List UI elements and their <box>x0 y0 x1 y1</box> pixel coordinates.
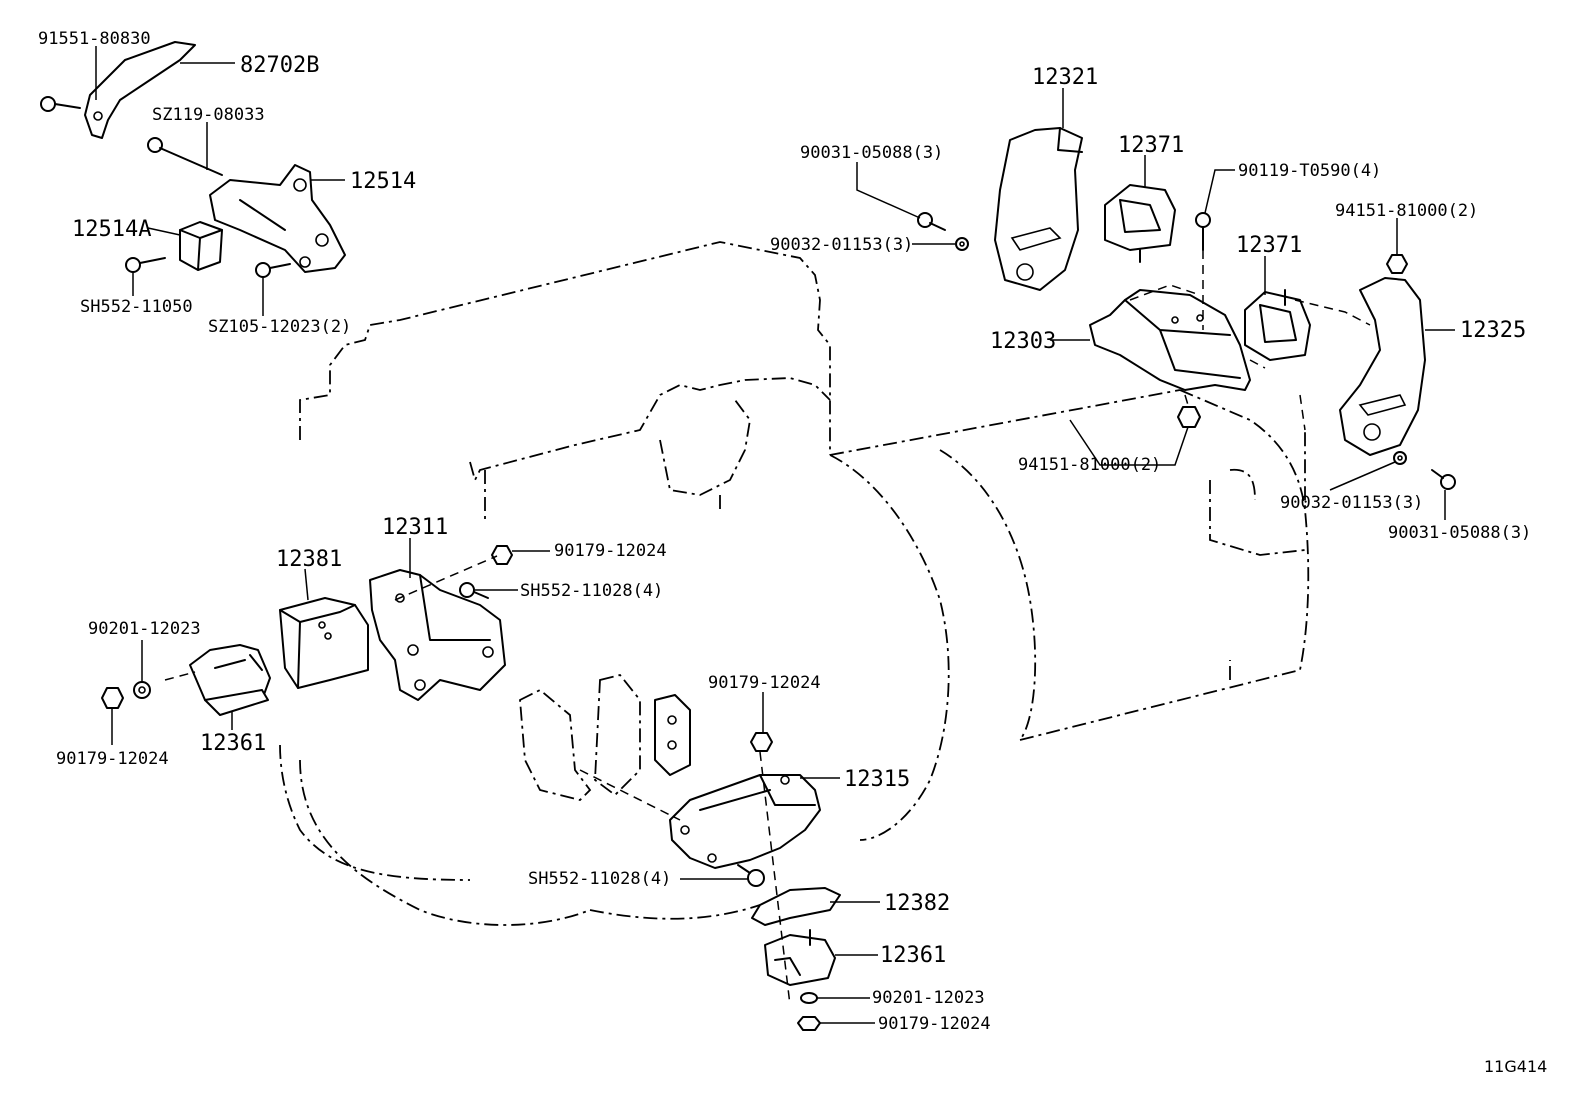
nut-94151-81000-b <box>1177 406 1201 428</box>
label-12514A: 12514A <box>72 217 151 242</box>
bracket-12325 <box>1339 277 1426 456</box>
label-12371-a: 12371 <box>1118 133 1184 158</box>
bracket-12514 <box>209 164 346 273</box>
label-94151-81000-b: 94151-81000(2) <box>1018 455 1161 475</box>
mount-insulator-12371-a <box>1104 184 1176 263</box>
label-90201-12023-b: 90201-12023 <box>872 988 985 1008</box>
bolt-90119-T0590 <box>1195 212 1211 251</box>
mount-insulator-12361-a <box>189 644 271 716</box>
bolt-91551-80830 <box>40 96 81 112</box>
label-90179-12024-d: 90179-12024 <box>878 1014 991 1034</box>
label-12315: 12315 <box>844 767 910 792</box>
crossmember-12303 <box>1089 289 1251 391</box>
label-SZ119-08033: SZ119-08033 <box>152 105 265 125</box>
label-90201-12023-a: 90201-12023 <box>88 619 201 639</box>
label-12514: 12514 <box>350 169 416 194</box>
label-12371-b: 12371 <box>1236 233 1302 258</box>
label-90119-T0590: 90119-T0590(4) <box>1238 161 1381 181</box>
part-number-labels: 91551-80830 82702B SZ119-08033 12514 125… <box>38 29 1547 1076</box>
label-12303: 12303 <box>990 329 1056 354</box>
label-90179-12024-a: 90179-12024 <box>554 541 667 561</box>
label-90032-01153-b: 90032-01153(3) <box>1280 493 1423 513</box>
leader-lines <box>95 46 1455 1024</box>
engine-block-outline <box>279 241 831 926</box>
label-94151-81000-a: 94151-81000(2) <box>1335 201 1478 221</box>
label-91551-80830: 91551-80830 <box>38 29 151 49</box>
washer-90201-12023-b <box>800 992 818 1004</box>
label-12382: 12382 <box>884 891 950 916</box>
stopper-12382 <box>751 887 841 926</box>
label-90179-12024-c: 90179-12024 <box>708 673 821 693</box>
transmission-outline <box>829 389 1310 841</box>
nut-90179-12024-d <box>797 1016 821 1031</box>
diagram-reference-code: 11G414 <box>1484 1057 1547 1076</box>
label-SH552-11028-a: SH552-11028(4) <box>520 581 663 601</box>
label-12361-b: 12361 <box>880 943 946 968</box>
bolt-SZ119-08033 <box>147 137 223 176</box>
label-SH552-11050: SH552-11050 <box>80 297 193 317</box>
label-12321: 12321 <box>1032 65 1098 90</box>
spacer-12514A <box>179 221 223 271</box>
label-90179-12024-b: 90179-12024 <box>56 749 169 769</box>
nut-90179-12024-a <box>491 545 513 565</box>
bolt-90031-05088-b <box>1431 469 1456 490</box>
label-SZ105-12023: SZ105-12023(2) <box>208 317 351 337</box>
engine-side-mount-stack-ghost <box>519 673 691 801</box>
bolt-SZ105-12023 <box>255 262 291 278</box>
label-12311: 12311 <box>382 515 448 540</box>
washer-90032-01153-a <box>955 237 969 251</box>
assembly-alignment-lines <box>164 250 1371 1006</box>
mount-insulator-12371-b <box>1244 289 1311 361</box>
bolt-SH552-11028-a <box>459 582 489 599</box>
label-SH552-11028-b: SH552-11028(4) <box>528 869 671 889</box>
label-82702B: 82702B <box>240 53 319 78</box>
label-12325: 12325 <box>1460 318 1526 343</box>
mount-insulator-12361-b <box>764 929 836 986</box>
washer-90201-12023-a <box>133 681 151 699</box>
bracket-82702B <box>84 41 196 139</box>
bracket-12311 <box>369 569 506 701</box>
stopper-12381 <box>279 597 369 689</box>
nut-90179-12024-b <box>101 687 124 709</box>
label-12361-a: 12361 <box>200 731 266 756</box>
bolt-SH552-11050 <box>125 257 166 273</box>
washer-90032-01153-b <box>1393 451 1407 465</box>
nut-94151-81000-a <box>1386 254 1408 274</box>
label-90031-05088-a: 90031-05088(3) <box>800 143 943 163</box>
bolt-90031-05088-a <box>917 212 946 231</box>
bracket-12321 <box>994 127 1083 291</box>
label-90032-01153-a: 90032-01153(3) <box>770 235 913 255</box>
label-12381: 12381 <box>276 547 342 572</box>
bolt-SH552-11028-b <box>737 864 765 887</box>
nut-90179-12024-c <box>750 732 773 752</box>
label-90031-05088-b: 90031-05088(3) <box>1388 523 1531 543</box>
bracket-12315 <box>669 774 821 869</box>
